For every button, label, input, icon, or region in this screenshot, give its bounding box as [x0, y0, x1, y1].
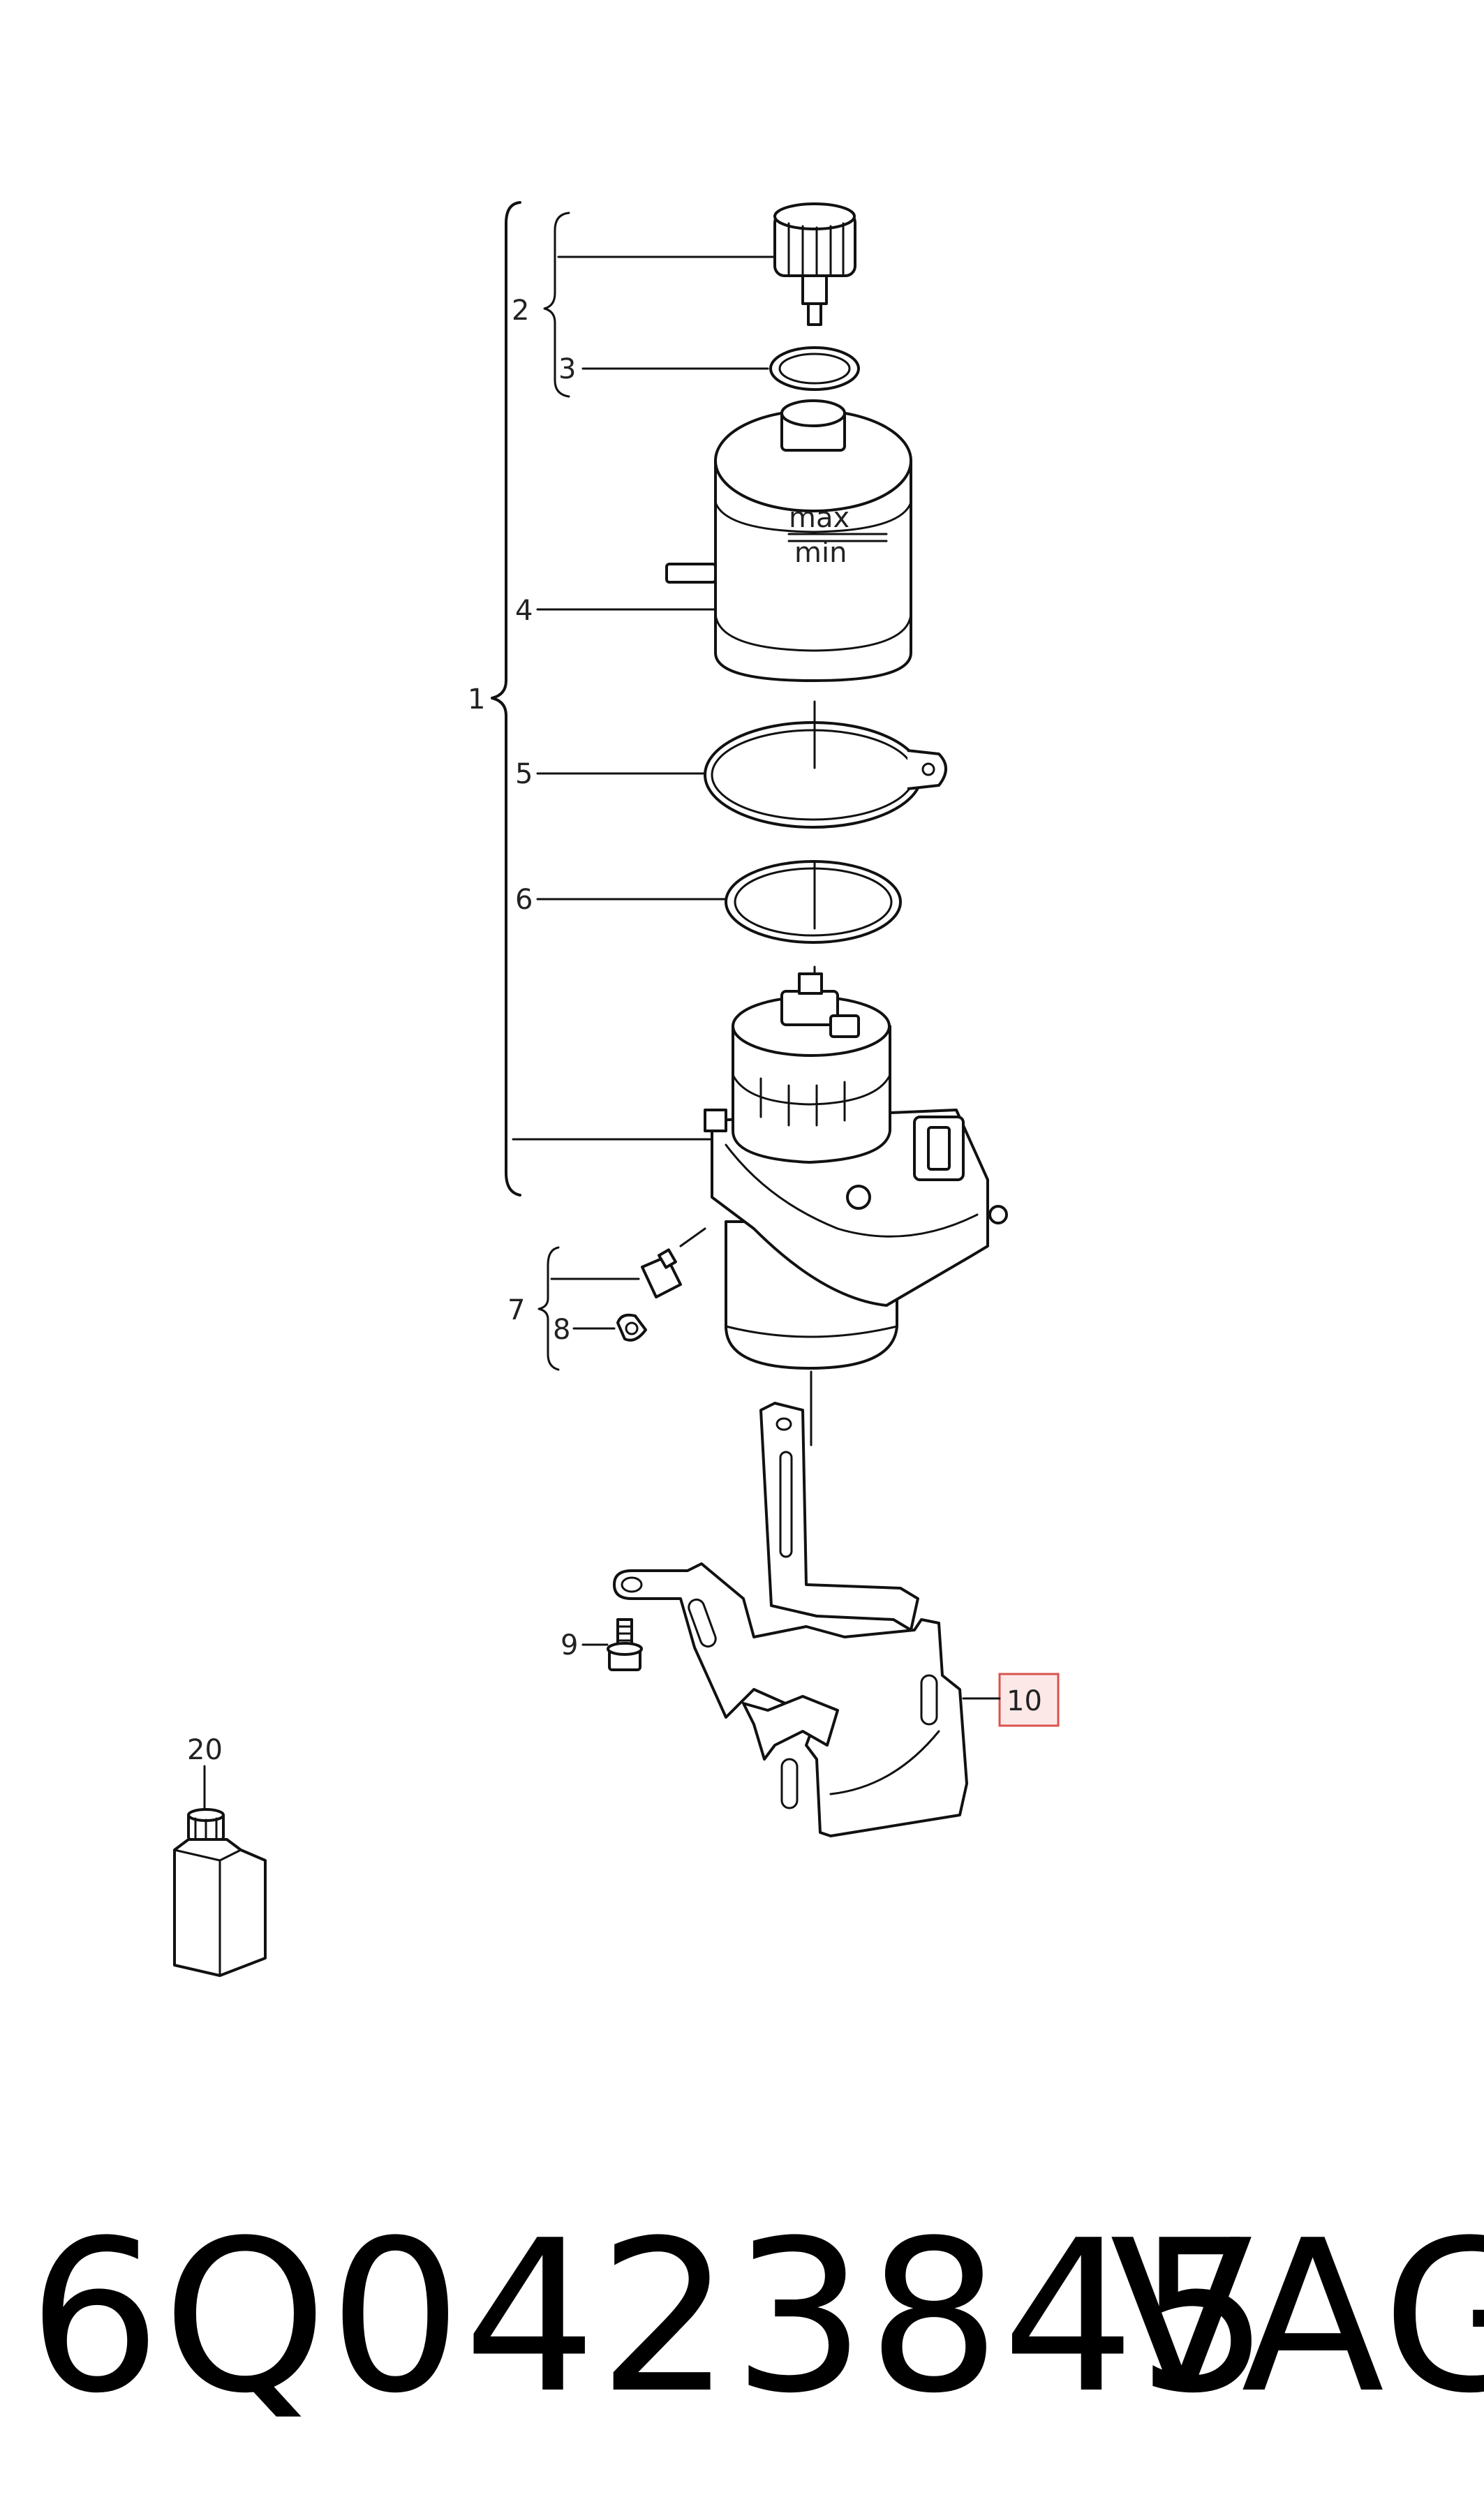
bolt: [607, 1618, 643, 1671]
callout-2: 2: [512, 295, 529, 327]
callout-6: 6: [515, 884, 533, 916]
callout-1: 1: [468, 683, 485, 716]
reservoir-min-mark: min: [794, 537, 847, 569]
filler-cap: [773, 202, 856, 326]
seal-ring: [725, 860, 902, 944]
callout-4: 4: [515, 595, 533, 627]
retaining-clip: [616, 1313, 647, 1342]
callout-9: 9: [561, 1629, 578, 1661]
clamp-band: [704, 721, 947, 829]
fluid-reservoir: max min: [665, 399, 912, 682]
callout-10: 10: [1007, 1685, 1042, 1717]
reservoir-max-mark: max: [789, 502, 849, 534]
cap-o-ring: [769, 346, 860, 391]
bracket-group-1: [491, 201, 521, 1197]
callout-8: 8: [553, 1314, 570, 1346]
pump-unit: [704, 972, 1008, 1370]
brand-label: VAG: [1110, 2195, 1484, 2439]
fluid-bottle: [173, 1808, 267, 1977]
part-number: 6Q0423845: [28, 2195, 1272, 2439]
callout-20: 20: [187, 1734, 223, 1766]
callout-3: 3: [558, 353, 576, 385]
callout-7: 7: [507, 1294, 525, 1326]
mounting-bracket: [613, 1402, 968, 1837]
callout-10-box: [998, 1673, 1060, 1727]
callout-5: 5: [515, 758, 533, 790]
bracket-group-2: [543, 212, 570, 398]
bracket-group-7: [537, 1246, 560, 1371]
pressure-sensor: [641, 1227, 706, 1298]
